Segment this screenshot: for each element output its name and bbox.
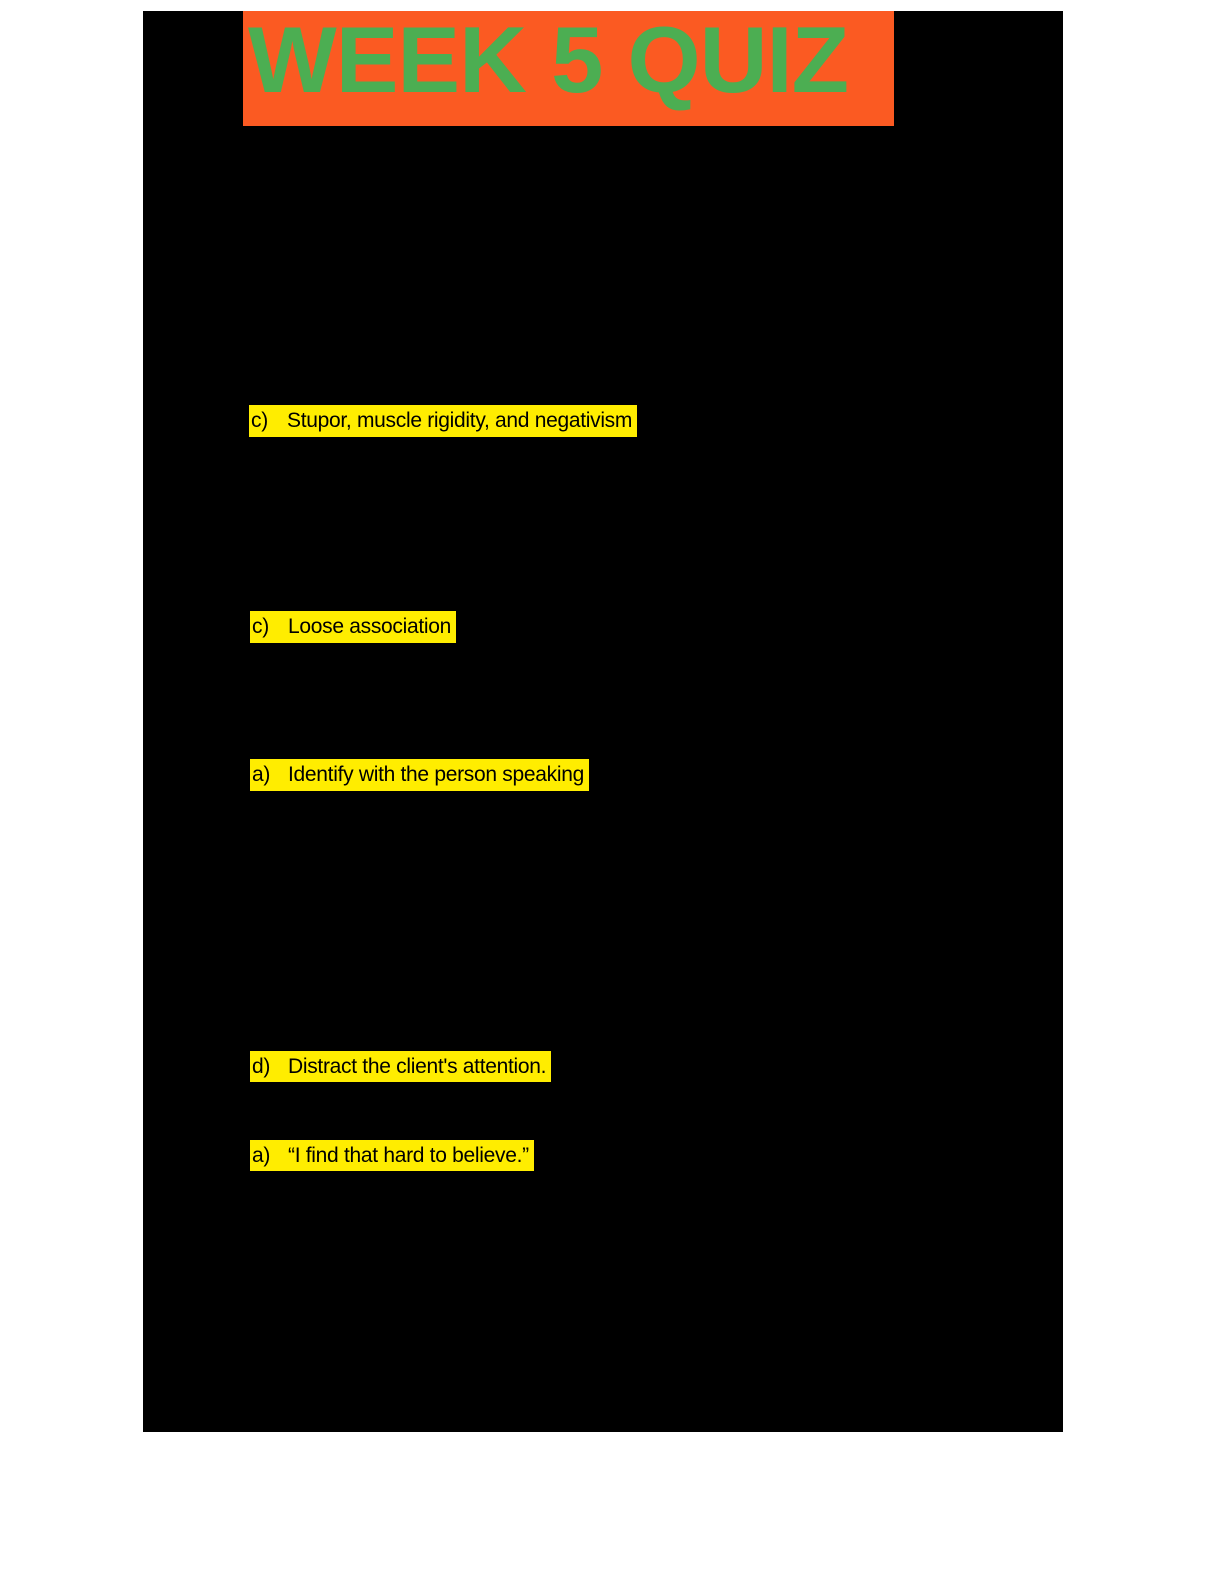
- answer-text: Identify with the person speaking: [288, 763, 584, 786]
- document-page: WEEK 5 QUIZ c) Stupor, muscle rigidity, a…: [143, 11, 1063, 1432]
- answer-marker: d): [252, 1055, 271, 1078]
- answer-marker: c): [251, 409, 268, 432]
- highlighted-answer-4: d) Distract the client's attention.: [250, 1051, 552, 1082]
- answer-text: Loose association: [288, 615, 452, 638]
- answer-marker: a): [252, 763, 271, 786]
- answer-text: Stupor, muscle rigidity, and negativism: [287, 409, 633, 432]
- answer-text: Distract the client's attention.: [288, 1055, 547, 1078]
- highlighted-answer-1: c) Stupor, muscle rigidity, and negativis…: [249, 405, 638, 437]
- answer-marker: c): [252, 615, 269, 638]
- quiz-title: WEEK 5 QUIZ: [248, 11, 849, 112]
- highlighted-answer-2: c) Loose association: [250, 611, 457, 643]
- answer-text: “I find that hard to believe.”: [288, 1144, 529, 1167]
- answer-marker: a): [252, 1144, 271, 1167]
- highlighted-answer-3: a) Identify with the person speaking: [250, 759, 589, 791]
- quiz-title-banner: WEEK 5 QUIZ: [243, 11, 894, 126]
- highlighted-answer-5: a) “I find that hard to believe.”: [250, 1140, 534, 1171]
